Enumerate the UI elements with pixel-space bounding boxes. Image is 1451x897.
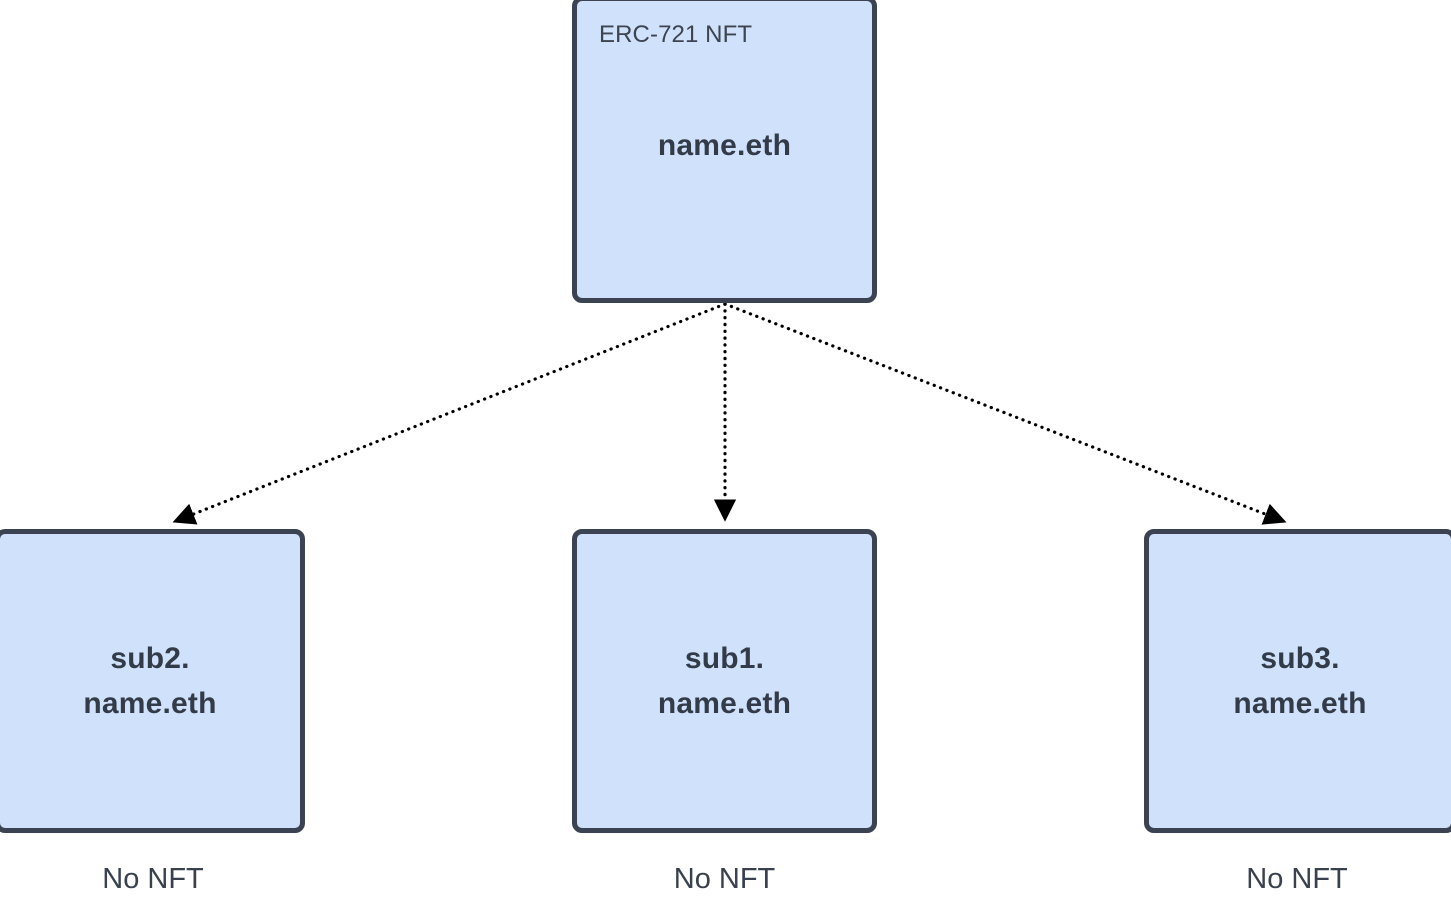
node-caption-sub3: No NFT [1246, 863, 1348, 895]
edge-root-to-sub3 [723, 302, 1287, 525]
node-sub1-name-eth[interactable]: sub1. name.eth [572, 529, 877, 833]
node-caption-sub1: No NFT [673, 863, 776, 895]
node-root-name-eth[interactable]: ERC-721 NFT name.eth [572, 0, 877, 303]
node-badge-erc721: ERC-721 NFT [599, 21, 753, 48]
node-sub2-name-eth[interactable]: sub2. name.eth [0, 529, 305, 833]
node-label-sub2: sub2. name.eth [83, 642, 217, 720]
node-sub3-name-eth[interactable]: sub3. name.eth [1144, 529, 1451, 833]
node-caption-sub2: No NFT [102, 863, 204, 895]
node-label-sub3: sub3. name.eth [1233, 642, 1367, 720]
node-label-root: name.eth [657, 129, 792, 162]
edge-root-to-sub2 [172, 302, 727, 525]
node-label-sub1: sub1. name.eth [657, 642, 792, 720]
